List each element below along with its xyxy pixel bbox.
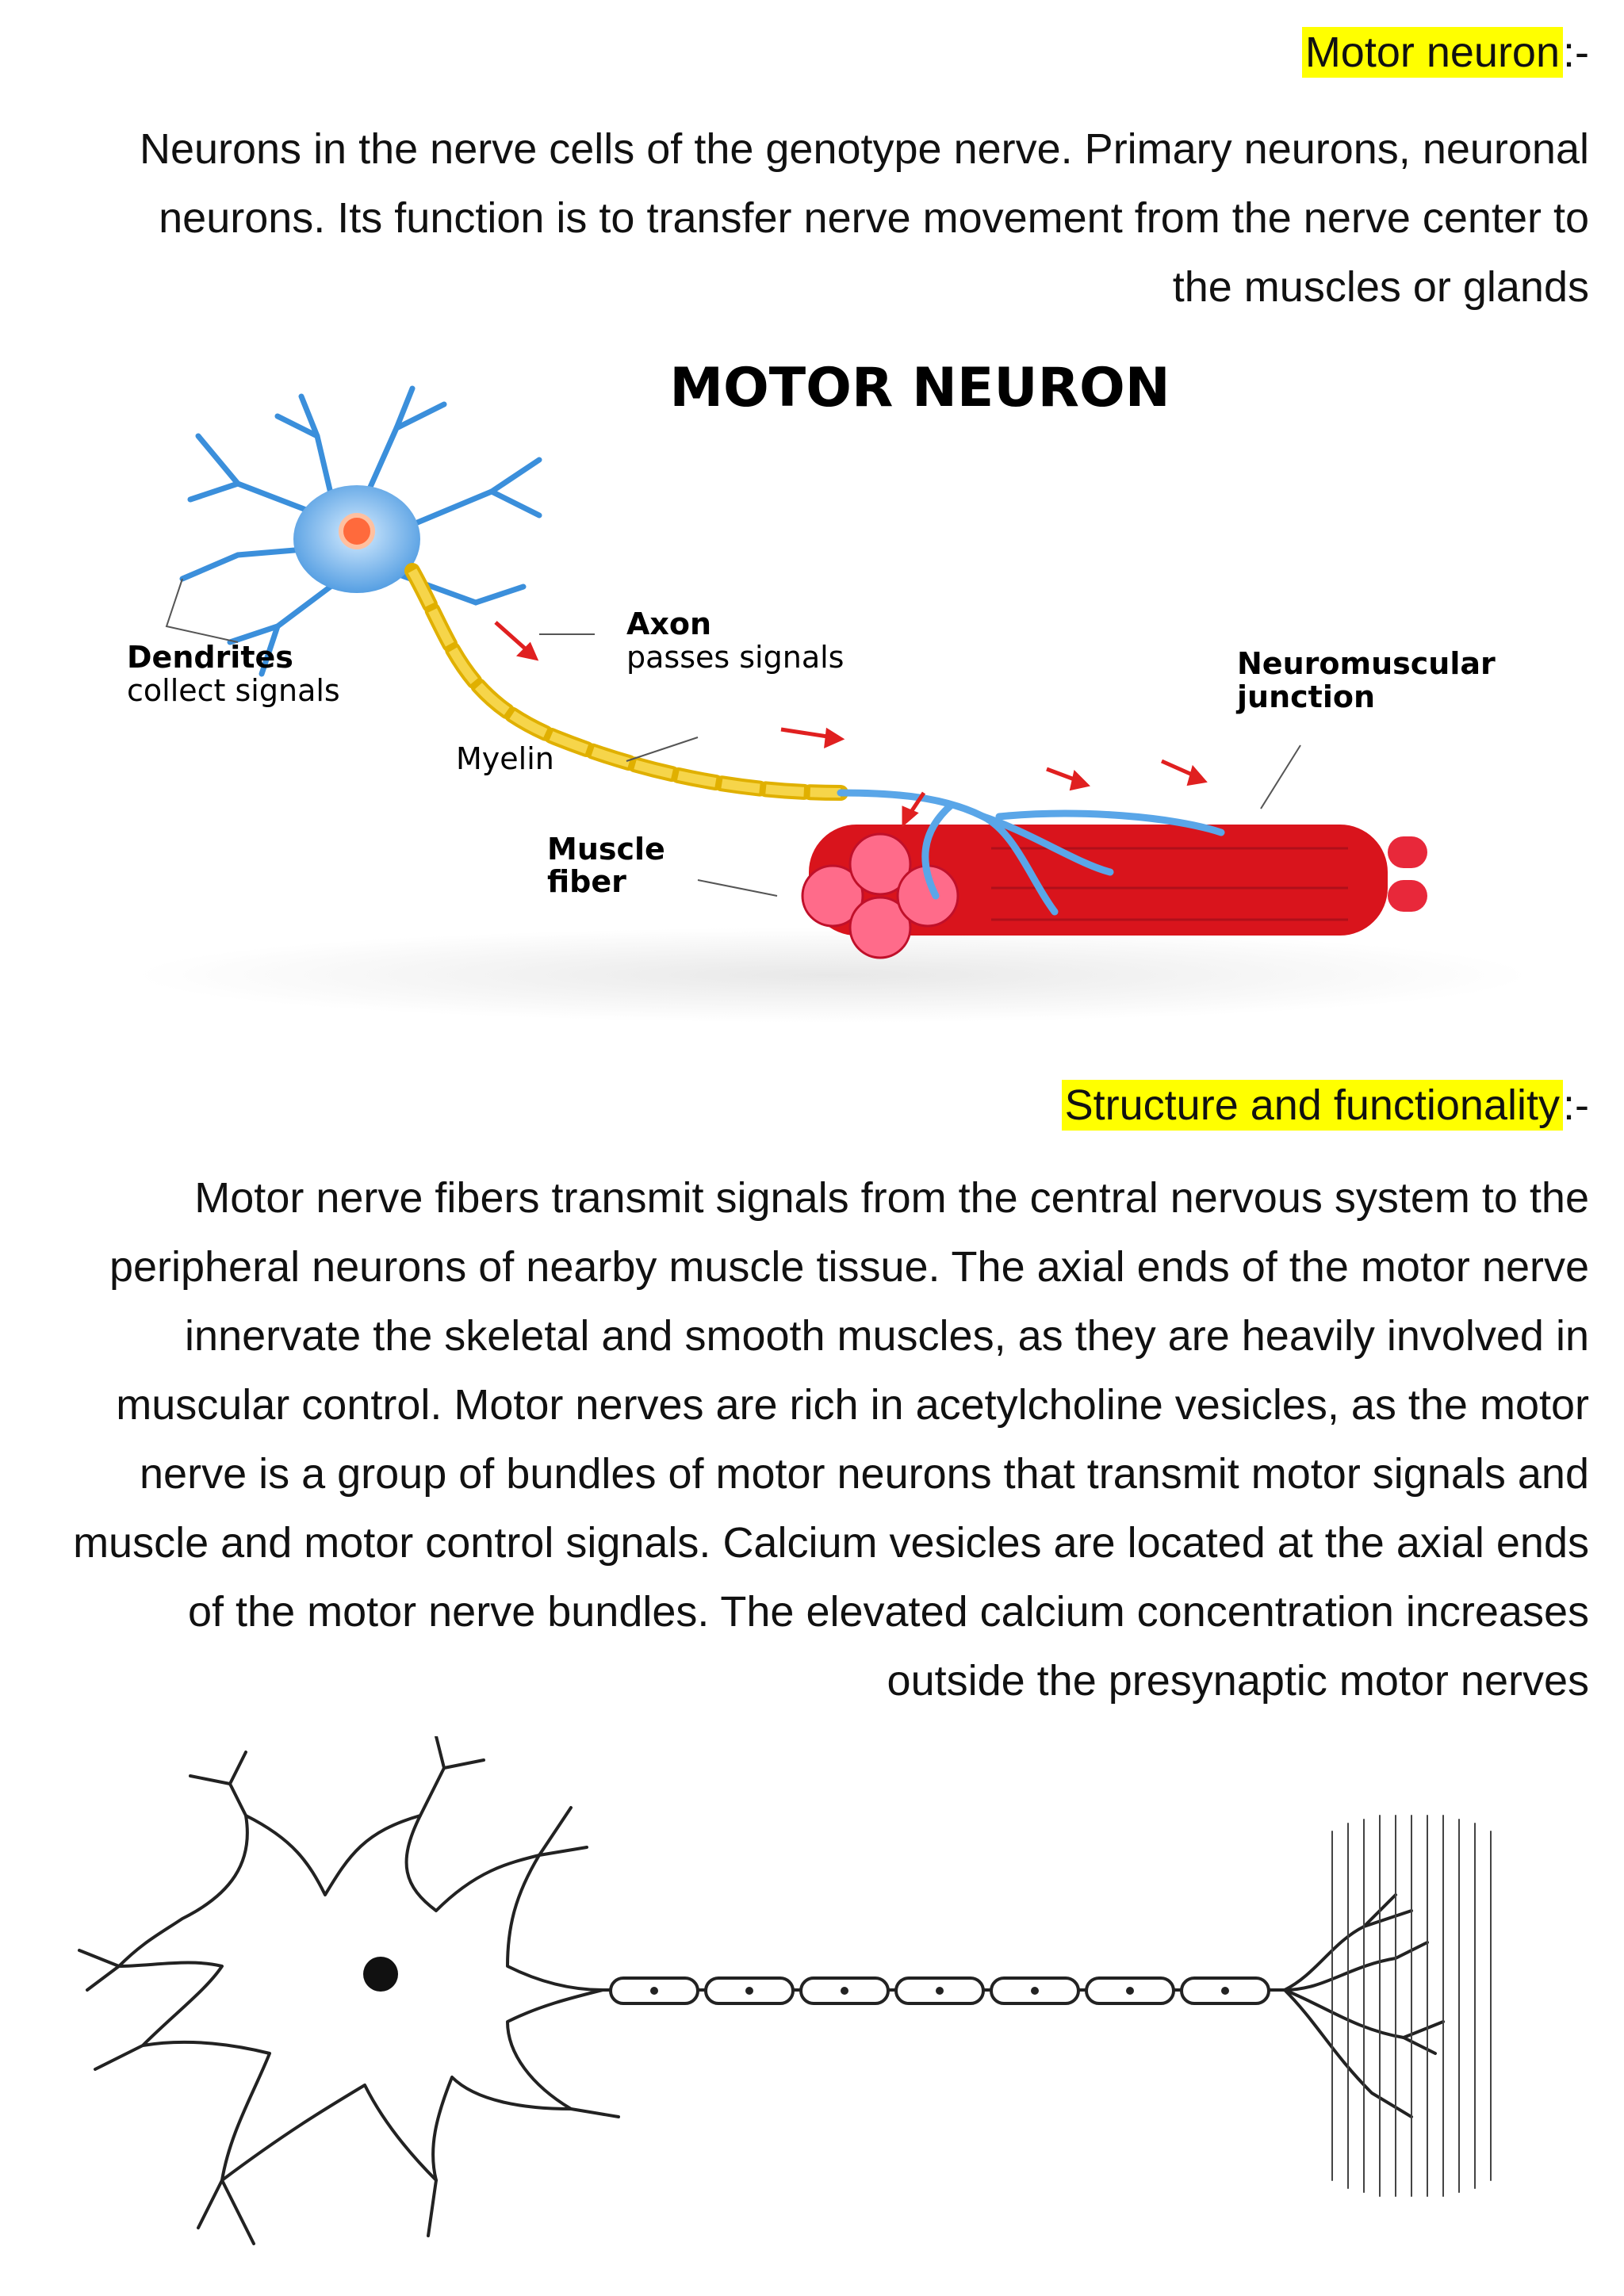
axon	[408, 568, 841, 798]
heading-suffix: :-	[1563, 1081, 1589, 1129]
section-heading-structure: Structure and functionality:-	[1061, 1077, 1589, 1134]
paragraph-line: peripheral neurons of nearby muscle tiss…	[109, 1243, 1589, 1291]
ground-shadow	[135, 928, 1530, 1023]
label-neuromuscular: Neuromuscular	[1237, 646, 1496, 681]
label-axon: Axon	[626, 607, 711, 641]
label-axon-desc: passes signals	[626, 640, 844, 675]
label-fiber: fiber	[547, 864, 626, 899]
label-muscle: Muscle	[547, 832, 665, 867]
muscle-striations	[1331, 1815, 1492, 2197]
muscle-fiber	[801, 825, 1427, 959]
figure-title: MOTOR NEURON	[669, 357, 1170, 419]
label-junction: junction	[1235, 679, 1375, 714]
label-dendrites-desc: collect signals	[127, 673, 340, 708]
soma-outline	[117, 1814, 604, 2182]
heading-highlight: Structure and functionality	[1061, 1080, 1563, 1131]
schwann-nuclei	[650, 1987, 1229, 1995]
paragraph-line: innervate the skeletal and smooth muscle…	[185, 1312, 1589, 1360]
heading-suffix: :-	[1563, 29, 1589, 76]
paragraph-line: outside the presynaptic motor nerves	[887, 1657, 1589, 1705]
motor-neuron-illustration: MOTOR NEURON	[127, 357, 1530, 1023]
paragraph-line: of the motor nerve bundles. The elevated…	[188, 1588, 1589, 1636]
neuron-line-drawing	[78, 1736, 1492, 2245]
paragraph-line: Motor nerve fibers transmit signals from…	[194, 1174, 1589, 1222]
signal-arrows	[494, 621, 1208, 828]
dendrite-branches	[78, 1736, 620, 2245]
nucleus	[363, 1957, 398, 1992]
leader-lines	[165, 578, 1301, 897]
structure-paragraph: Motor nerve fibers transmit signals from…	[24, 1164, 1589, 1716]
label-dendrites: Dendrites	[127, 640, 293, 675]
axon-terminals	[837, 789, 1225, 916]
nucleus	[339, 513, 375, 549]
section-heading-motor-neuron: Motor neuron:-	[1301, 24, 1589, 81]
paragraph-line: muscular control. Motor nerves are rich …	[116, 1381, 1589, 1429]
label-myelin: Myelin	[456, 741, 554, 776]
paragraph-line: neurons. Its function is to transfer ner…	[159, 194, 1589, 242]
axon-terminal-branches	[1283, 1893, 1445, 2118]
paragraph-line: muscle and motor control signals. Calciu…	[73, 1519, 1589, 1567]
paragraph-line: the muscles or glands	[1172, 263, 1589, 311]
paragraph-line: Neurons in the nerve cells of the genoty…	[139, 125, 1589, 173]
heading-highlight: Motor neuron	[1301, 27, 1563, 78]
intro-paragraph: Neurons in the nerve cells of the genoty…	[24, 115, 1589, 322]
paragraph-line: nerve is a group of bundles of motor neu…	[140, 1450, 1589, 1498]
